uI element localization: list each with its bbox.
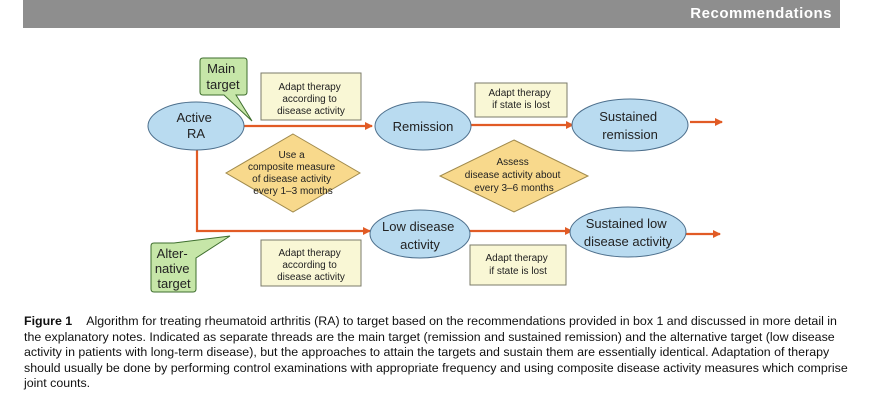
active-ra-line-2: RA [187, 126, 205, 141]
adapt-lower-left-line-3: disease activity [277, 272, 345, 283]
adapt-upper-left-line-2: according to [282, 94, 337, 105]
remission-node: Remission [374, 101, 472, 151]
composite-line-4: every 1–3 months [253, 186, 333, 197]
figure-caption-label: Figure 1 [24, 314, 73, 328]
svg-text:Low disease activity: Low disease activity [382, 219, 458, 252]
assess-line-1: Assess [496, 157, 528, 168]
adapt-therapy-upper-left-box: Adapt therapy according to disease activ… [260, 72, 362, 121]
sustained-low-line-2: disease activity [584, 234, 673, 249]
alt-target-line-3: target [157, 276, 191, 291]
adapt-therapy-lower-left-box: Adapt therapy according to disease activ… [260, 239, 362, 287]
adapt-lower-right-line-1: Adapt therapy [485, 253, 547, 264]
remission-label: Remission [393, 119, 454, 134]
arrow-active-to-low-disease [195, 148, 371, 235]
alt-target-callout: Alter- native target [150, 235, 231, 293]
low-disease-node: Low disease activity [369, 209, 471, 259]
composite-measure-diamond: Use a composite measure of disease activ… [225, 133, 361, 213]
alt-target-line-1: Alter- [157, 246, 188, 261]
svg-text:Adapt therapy if state i: Adapt therapy if state is lost [488, 88, 553, 111]
alt-target-line-2: native [155, 261, 190, 276]
main-target-line-1: Main [207, 61, 235, 76]
sustained-remission-line-2: remission [602, 127, 658, 142]
svg-text:Alter- native targ: Alter- native target [155, 246, 193, 291]
svg-text:Adapt therapy according: Adapt therapy according to disease activ… [277, 82, 345, 117]
composite-line-1: Use a [279, 150, 306, 161]
figure-caption-text: Algorithm for treating rheumatoid arthri… [24, 314, 848, 391]
active-ra-line-1: Active [176, 110, 211, 125]
flow-arrows [195, 118, 723, 238]
assess-line-3: every 3–6 months [474, 183, 554, 194]
adapt-therapy-upper-right-box: Adapt therapy if state is lost [474, 82, 568, 118]
low-disease-line-1: Low disease [382, 219, 454, 234]
low-disease-line-2: activity [400, 237, 440, 252]
header-bar: Recommendations [23, 0, 840, 28]
adapt-upper-left-line-3: disease activity [277, 106, 345, 117]
svg-text:Sustained remission: Sustained remission [599, 109, 660, 142]
sustained-remission-node: Sustained remission [571, 98, 689, 152]
svg-text:Active RA: Active RA [176, 110, 215, 141]
adapt-therapy-lower-right-box: Adapt therapy if state is lost [469, 244, 567, 286]
main-target-callout: Main target [199, 57, 253, 122]
svg-text:Sustained low disease ac: Sustained low disease activity [584, 216, 673, 249]
adapt-upper-right-line-2: if state is lost [492, 100, 550, 111]
adapt-upper-left-line-1: Adapt therapy [278, 82, 340, 93]
sustained-low-node: Sustained low disease activity [569, 206, 687, 258]
svg-text:Adapt therapy if state i: Adapt therapy if state is lost [485, 253, 550, 277]
adapt-lower-left-line-1: Adapt therapy [278, 248, 340, 259]
header-title: Recommendations [690, 5, 832, 22]
active-ra-node: Active RA [147, 101, 245, 151]
adapt-lower-left-line-2: according to [282, 260, 337, 271]
svg-text:Remission: Remission [393, 119, 454, 134]
svg-text:Assess disease activity: Assess disease activity about every 3–6 … [465, 157, 563, 194]
composite-line-2: composite measure [248, 162, 336, 173]
svg-text:Main target: Main target [206, 61, 240, 92]
main-target-line-2: target [206, 77, 240, 92]
assess-activity-diamond: Assess disease activity about every 3–6 … [438, 139, 590, 213]
composite-line-3: of disease activity [252, 174, 331, 185]
sustained-remission-line-1: Sustained [599, 109, 657, 124]
adapt-lower-right-line-2: if state is lost [489, 266, 547, 277]
adapt-upper-right-line-1: Adapt therapy [488, 88, 550, 99]
assess-line-2: disease activity about [465, 170, 561, 181]
svg-text:Adapt therapy according: Adapt therapy according to disease activ… [277, 248, 345, 283]
sustained-low-line-1: Sustained low [586, 216, 668, 231]
svg-text:Use a composite measure: Use a composite measure of disease activ… [248, 150, 338, 197]
algorithm-diagram: Main target Alter- native target Active … [147, 57, 723, 293]
